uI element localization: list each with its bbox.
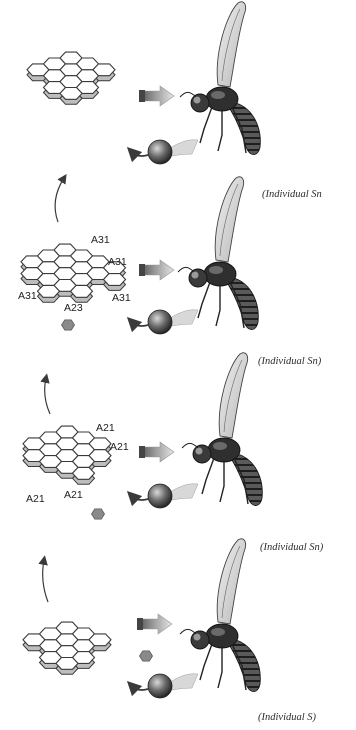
wasp-thorax-highlight xyxy=(211,628,225,636)
wasp-leg-mid xyxy=(216,284,220,326)
comb-cell xyxy=(104,274,126,286)
wasp-leg-front xyxy=(200,107,212,143)
wasp-leg-front xyxy=(202,458,214,494)
site-label-a31-left: A31 xyxy=(18,290,37,302)
action-arrow xyxy=(132,496,148,500)
stimulus-arrow-stage-4 xyxy=(139,86,174,106)
action-arrow xyxy=(132,322,148,326)
caption-stage-4: (Individual Sn xyxy=(262,189,322,200)
comb-cell xyxy=(73,467,95,479)
action-ball-stage-2 xyxy=(132,484,198,508)
action-ball-stage-3 xyxy=(132,310,198,334)
honeycomb-stage-4 xyxy=(27,52,115,104)
site-label-a21-right: A21 xyxy=(64,489,83,501)
wasp-wing xyxy=(219,353,247,438)
site-label-a31-right: A31 xyxy=(112,292,131,304)
site-label-a21-top: A21 xyxy=(96,422,115,434)
stimulus-arrow-shape xyxy=(140,86,174,106)
stimulus-arrow-stage-2 xyxy=(139,442,174,462)
stimulus-arrow-shape xyxy=(140,442,174,462)
wasp-stage-2 xyxy=(182,353,262,506)
comb-cell xyxy=(93,64,115,76)
stimulus-arrow-base xyxy=(139,264,145,276)
action-ball xyxy=(148,140,172,164)
comb-cell xyxy=(89,450,111,462)
site-label-a21-upper-right: A21 xyxy=(110,441,129,453)
wasp-leg-mid xyxy=(218,646,222,688)
built-site-stage-3 xyxy=(62,320,75,330)
stimulus-arrow-base xyxy=(139,90,145,102)
comb-cell xyxy=(38,285,60,297)
progression-arrow-2-to-3 xyxy=(45,378,50,414)
action-ball xyxy=(148,674,172,698)
caption-stage-1: (Individual S) xyxy=(258,712,316,723)
site-label-a31-upper-right: A31 xyxy=(108,256,127,268)
wasp-leg-mid xyxy=(220,460,224,502)
wasp-head xyxy=(191,631,209,649)
wasp-stage-4b xyxy=(178,177,258,330)
wasp-stage-1 xyxy=(180,539,260,692)
wasp-thorax-highlight xyxy=(209,266,223,274)
wasp-leg-mid xyxy=(218,109,222,151)
wasp-thorax xyxy=(206,624,238,648)
comb-cell xyxy=(89,634,111,646)
wasp-head xyxy=(189,269,207,287)
built-site-stage-1 xyxy=(140,651,153,661)
wasp-thorax-highlight xyxy=(211,91,225,99)
action-ball-stage-1 xyxy=(132,674,198,698)
caption-stage-2: (Individual Sn) xyxy=(260,542,323,553)
comb-cell xyxy=(56,658,78,670)
wasp-wing xyxy=(215,177,243,262)
wasp-thorax-highlight xyxy=(213,442,227,450)
wasp-eye xyxy=(192,272,199,279)
action-swoosh xyxy=(170,310,198,326)
action-ball xyxy=(148,484,172,508)
built-site-stage-2 xyxy=(92,509,105,519)
wasp-eye xyxy=(196,448,203,455)
wasp-wing xyxy=(217,539,245,624)
stimulus-arrow-shape xyxy=(138,614,172,634)
wasp-wing xyxy=(217,2,245,87)
stimulus-arrow-stage-3 xyxy=(139,260,174,280)
wasp-leg-front xyxy=(200,644,212,680)
comb-cell xyxy=(89,438,111,450)
honeycomb-stage-1 xyxy=(23,622,111,674)
action-ball-stage-4 xyxy=(132,140,198,164)
wasp-eye xyxy=(194,97,201,104)
stimulus-arrow-stage-1 xyxy=(137,614,172,634)
action-swoosh xyxy=(170,674,198,690)
caption-stage-3: (Individual Sn) xyxy=(258,356,321,367)
wasp-thorax xyxy=(204,262,236,286)
progression-arrow-1-to-2 xyxy=(43,560,48,602)
stimulus-arrow-base xyxy=(139,446,145,458)
site-label-a21-left: A21 xyxy=(26,493,45,505)
wasp-leg-front xyxy=(198,282,210,318)
action-swoosh xyxy=(170,140,198,156)
wasp-head xyxy=(193,445,211,463)
action-arrow xyxy=(132,686,148,690)
progression-arrow-3-to-4 xyxy=(55,178,64,222)
site-label-a31-top: A31 xyxy=(91,234,110,246)
action-swoosh xyxy=(170,484,198,500)
wasp-thorax xyxy=(206,87,238,111)
wasp-head xyxy=(191,94,209,112)
site-label-a23: A23 xyxy=(64,302,83,314)
stimulus-arrow-base xyxy=(137,618,143,630)
wasp-stage-4 xyxy=(180,2,260,155)
stimulus-arrow-shape xyxy=(140,260,174,280)
comb-cell xyxy=(60,88,82,100)
wasp-eye xyxy=(194,634,201,641)
action-arrow xyxy=(132,152,148,156)
wasp-thorax xyxy=(208,438,240,462)
action-ball xyxy=(148,310,172,334)
honeycomb-stage-2 xyxy=(23,426,111,484)
